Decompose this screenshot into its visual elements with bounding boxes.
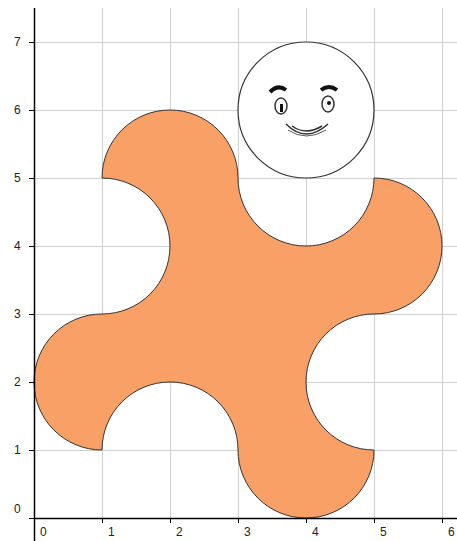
y-axis-number: 5 xyxy=(14,171,21,185)
x-axis-number: 5 xyxy=(380,525,387,539)
x-axis-number: 3 xyxy=(244,525,251,539)
y-axis-number: 3 xyxy=(14,307,21,321)
tick-mark xyxy=(29,178,34,179)
tick-mark xyxy=(29,518,34,519)
grid xyxy=(34,8,457,518)
y-axis-number: 0 xyxy=(14,502,21,516)
x-axis-number: 2 xyxy=(176,525,183,539)
y-axis-number: 4 xyxy=(14,239,21,253)
y-axis-number: 2 xyxy=(14,375,21,389)
tick-mark xyxy=(238,518,239,523)
tick-mark xyxy=(29,450,34,451)
x-axis-number: 1 xyxy=(108,525,115,539)
tick-mark xyxy=(29,246,34,247)
tick-mark xyxy=(29,382,34,383)
x-axis-number: 4 xyxy=(312,525,319,539)
tick-mark xyxy=(170,518,171,523)
orange-shape xyxy=(34,110,442,518)
tick-mark xyxy=(374,518,375,523)
tick-mark xyxy=(102,518,103,523)
tick-mark xyxy=(29,42,34,43)
x-axis-number: 6 xyxy=(448,525,455,539)
tick-mark xyxy=(29,314,34,315)
y-axis-number: 7 xyxy=(14,35,21,49)
face-circle xyxy=(238,42,374,178)
y-axis-number: 6 xyxy=(14,103,21,117)
tick-mark xyxy=(34,518,35,523)
y-axis-number: 1 xyxy=(14,443,21,457)
axes xyxy=(34,8,457,541)
tick-mark xyxy=(442,518,443,523)
tick-mark xyxy=(29,110,34,111)
x-axis-number: 0 xyxy=(40,525,47,539)
tick-mark xyxy=(306,518,307,523)
axis-ticks xyxy=(29,43,443,524)
